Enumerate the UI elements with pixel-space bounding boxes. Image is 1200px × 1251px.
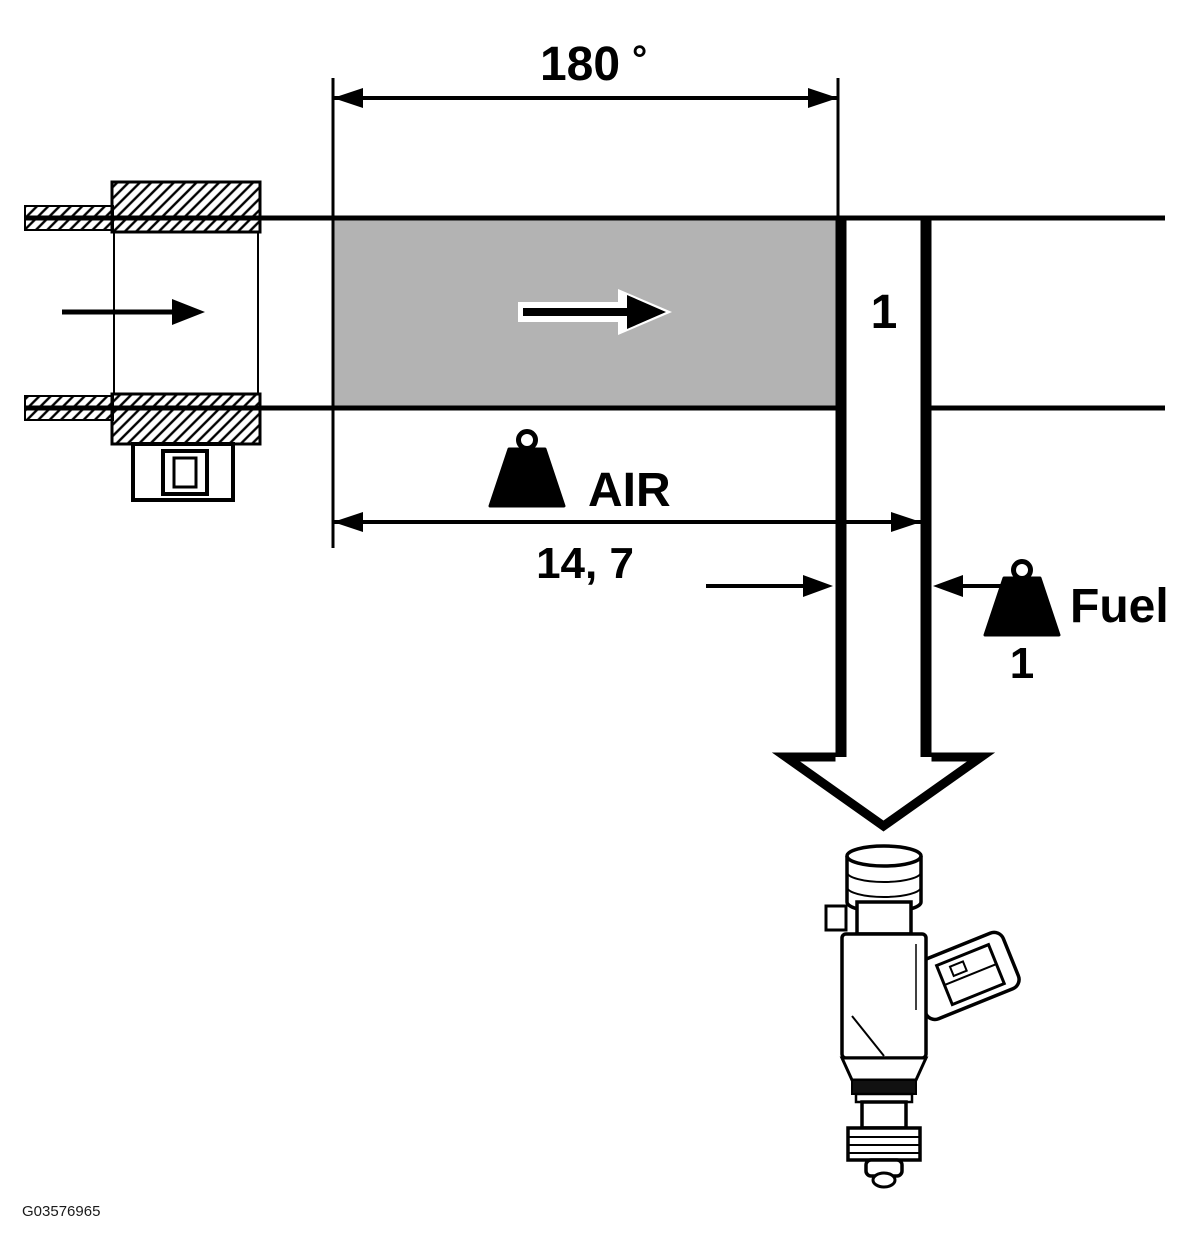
fuel-injector-illustration	[824, 844, 1021, 1189]
dimension-air-right-arrowhead	[891, 512, 921, 532]
duct-flow-arrow-icon	[518, 289, 672, 335]
pointer-arrow-left-icon	[706, 575, 833, 597]
figure-caption: G03576965	[22, 1203, 100, 1220]
degree-symbol: °	[632, 39, 647, 81]
air-parts-label: 1	[871, 286, 898, 339]
air-weight-icon	[488, 429, 566, 508]
fuel-label: Fuel	[1070, 580, 1169, 633]
dimension-air-mass: 14, 7	[333, 512, 921, 588]
fuel-parts-label: 1	[1010, 639, 1034, 688]
sensor-connector	[131, 442, 235, 502]
dimension-air-left-arrowhead	[333, 512, 363, 532]
down-flow-arrowhead-icon	[771, 752, 996, 832]
pointer-arrow-right-icon	[933, 575, 1007, 597]
dimension-180-left-arrowhead	[333, 88, 363, 108]
dimension-180-right-arrowhead	[808, 88, 838, 108]
dimension-180: 180 °	[331, 38, 840, 548]
air-label: AIR	[588, 464, 671, 517]
air-mass-sensor-body	[110, 180, 262, 446]
angle-180-label: 180	[540, 38, 620, 91]
fuel-weight-icon	[983, 559, 1061, 637]
injector-connector	[908, 930, 1021, 1022]
inlet-airflow-arrow-icon	[62, 299, 205, 325]
air-mass-value-label: 14, 7	[536, 539, 634, 588]
injector-oring-band	[851, 1079, 917, 1095]
